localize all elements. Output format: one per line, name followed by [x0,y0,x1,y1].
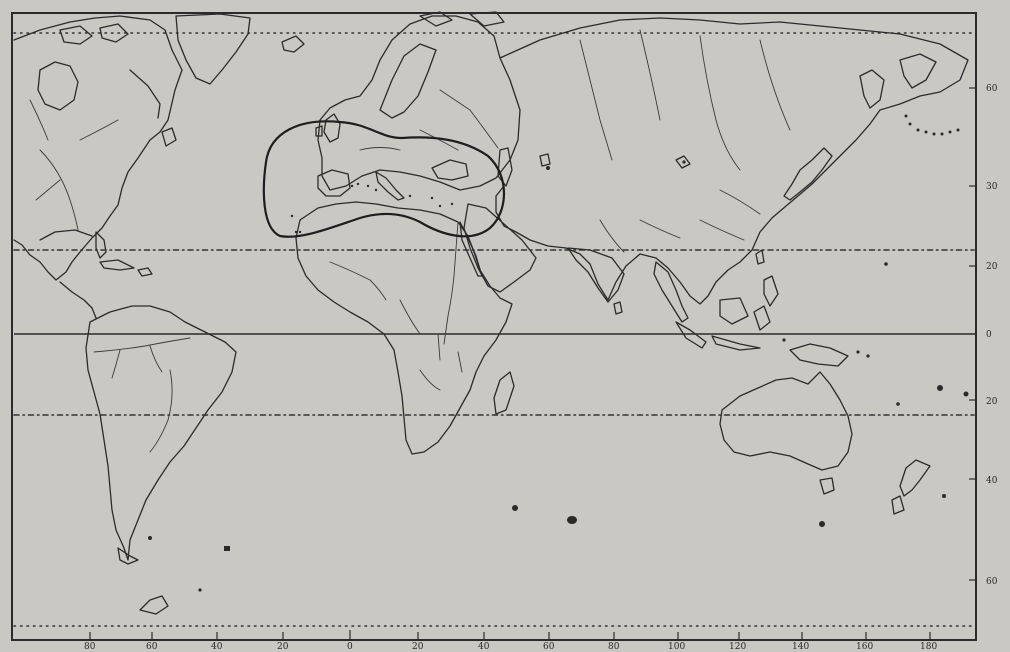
lake-baikal [675,155,691,169]
iberian-peninsula [317,169,351,197]
central-america-coast [59,281,97,319]
longitude-ticks [89,630,931,640]
lon-label-80e: 80 [608,642,620,652]
japan-islands [783,69,885,201]
new-guinea-island [789,343,849,367]
north-america-coastline [13,15,183,281]
europe-rivers [359,89,499,151]
greenland-coastline [175,13,251,85]
lon-label-80w: 80 [84,642,96,652]
asia-rivers [579,29,791,253]
lat-label-20n: 20 [986,262,998,272]
scandinavia [379,43,437,119]
italian-peninsula [375,171,405,201]
distribution-range-outline [262,120,506,238]
canadian-archipelago [59,23,129,45]
southeast-asia-peninsula [653,261,689,323]
newfoundland [161,127,177,147]
lat-label-60n: 60 [986,84,998,94]
ocean-island-dots [148,160,969,592]
indonesia-islands [675,297,771,351]
indian-subcontinent [567,247,625,303]
amazon-river [93,337,191,453]
lat-label-20s: 20 [986,397,998,407]
nile-river [443,221,459,345]
lon-label-180: 180 [920,642,937,652]
north-america-rivers [29,99,119,231]
black-sea [431,159,469,181]
australia-coastline [719,371,853,471]
africa-rivers [329,261,463,391]
tierra-del-fuego [117,547,139,565]
lon-label-60w: 60 [146,642,158,652]
british-isles [315,113,341,143]
arabian-peninsula [463,203,537,293]
lon-label-160e: 160 [856,642,873,652]
lon-label-40e: 40 [478,642,490,652]
tasmania-island [819,477,835,495]
lat-label-60s: 60 [986,577,998,587]
lon-label-20e: 20 [412,642,424,652]
map-frame [11,12,977,641]
lon-label-20w: 20 [277,642,289,652]
latitude-ticks [969,87,977,581]
new-zealand-islands [891,459,931,515]
lat-label-40s: 40 [986,476,998,486]
antarctic-peninsula [139,595,169,615]
asia-coastline [495,17,969,305]
kamchatka [899,53,937,89]
aral-sea [539,153,551,167]
florida-coast [95,231,107,259]
lon-label-0: 0 [347,642,353,652]
range-stipple-dots [290,182,454,234]
madagascar-island [493,371,515,415]
lon-label-40w: 40 [211,642,223,652]
lon-label-60e: 60 [543,642,555,652]
lon-label-100e: 100 [668,642,685,652]
lon-label-140e: 140 [792,642,809,652]
gulf-of-mexico-coast [39,229,93,241]
europe-coastline [317,15,521,191]
hudson-bay-coast [37,61,79,111]
cuba-island [99,259,135,271]
south-america-coastline [85,305,237,561]
labrador-coast [129,69,161,119]
iceland-island [281,35,305,53]
red-sea [459,221,483,277]
africa-coastline [295,201,513,455]
sri-lanka-island [613,301,623,315]
lat-label-0: 0 [986,330,992,340]
pacific-island-chain [904,114,960,136]
hispaniola-island [137,267,153,277]
arctic-islands [419,11,505,27]
caspian-sea [497,147,513,187]
lon-label-120e: 120 [729,642,746,652]
taiwan-philippines [755,249,779,307]
lat-label-30n: 30 [986,182,998,192]
